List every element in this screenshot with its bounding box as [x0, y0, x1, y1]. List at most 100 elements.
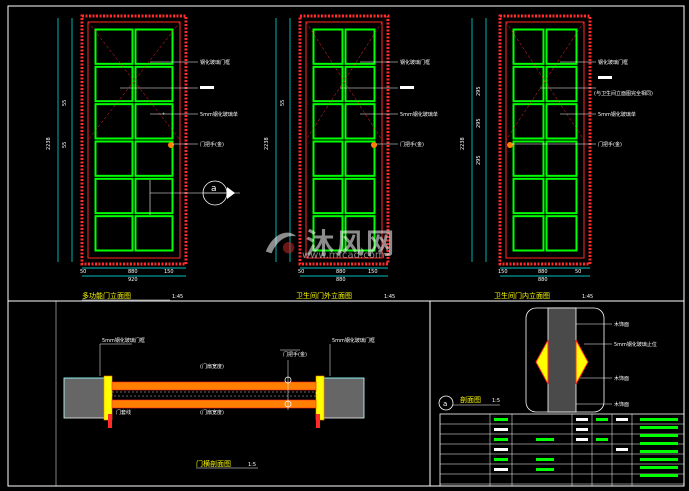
door-elevation-2[interactable]	[298, 14, 390, 266]
door-horizontal-section[interactable]	[63, 343, 365, 428]
glass-pane	[344, 177, 376, 215]
callout-extra-3: (与卫生间立面图完全相同)	[594, 90, 653, 97]
title-block-entry	[596, 438, 608, 441]
scale-view1: 1:45	[172, 294, 183, 300]
door-handle-icon	[168, 142, 174, 148]
glass-pane	[545, 28, 578, 65]
section-note-left-top: 5mm钢化玻璃门框	[102, 337, 145, 344]
callout-glass-3: 钢化玻璃门框	[598, 59, 628, 66]
title-section-door: 门横剖面图	[196, 459, 231, 468]
title-block-entry	[536, 458, 554, 461]
dim-panel-1: 880	[128, 269, 138, 275]
glass-pane	[344, 215, 376, 252]
dim-height-2: 2238	[264, 137, 270, 150]
title-block-entry	[536, 438, 554, 441]
dim-height-3: 2238	[460, 137, 466, 150]
title-block-entry	[576, 428, 588, 431]
title-block-entry	[596, 418, 608, 421]
section-marker-a[interactable]: a	[150, 180, 240, 206]
glass-pane	[94, 65, 134, 103]
dim-panel-3: 880	[538, 269, 548, 275]
callout-handle-2: 门把手(金)	[400, 141, 424, 148]
title-view1: 多功能门立面图	[82, 291, 131, 300]
glass-pane	[312, 140, 344, 177]
glass-pane	[134, 103, 174, 140]
detail-title: a 剖面图 1:5	[438, 395, 500, 411]
callout-sheet-1: 5mm钢化玻璃单	[200, 111, 238, 118]
dim-total-2: 880	[336, 277, 346, 283]
dim-panel-2: 880	[336, 269, 346, 275]
title-block[interactable]	[439, 413, 685, 487]
glass-pane	[512, 215, 545, 252]
dim-height-1: 2238	[46, 137, 52, 150]
glass-pane	[94, 140, 134, 177]
callout-blocks	[200, 76, 612, 89]
glass-pane	[512, 103, 545, 140]
glass-pane	[344, 103, 376, 140]
title-block-entry	[536, 468, 554, 471]
glass-pane	[512, 28, 545, 65]
title-block-entry	[640, 426, 678, 429]
section-note-mid2: (门扇宽度)	[200, 409, 224, 416]
title-block-entry	[494, 418, 508, 421]
title-block-entry	[494, 438, 508, 441]
dim-v-mid-3b: 295	[476, 118, 482, 128]
callout-handle-3: 门把手(金)	[598, 141, 622, 148]
glass-pane	[134, 65, 174, 103]
section-note-right-top2: 5mm钢化玻璃门框	[332, 337, 375, 344]
title-block-entry	[494, 428, 508, 431]
scale-section-detail: 1:5	[492, 398, 500, 404]
dim-side1-2: 50	[298, 269, 304, 275]
callout-glass-2: 钢化玻璃门框	[400, 59, 430, 66]
dim-side1-1: 50	[80, 269, 86, 275]
horizontal-dimensions	[82, 267, 590, 277]
detail-note-2: 5mm钢化玻璃止位	[614, 341, 657, 348]
glass-pane	[312, 215, 344, 252]
dim-v-small-1b: 55	[62, 142, 68, 148]
glass-pane	[545, 140, 578, 177]
door-handle-icon	[507, 142, 513, 148]
callout-glass-1: 钢化玻璃门框	[200, 59, 230, 66]
glass-pane	[312, 103, 344, 140]
glass-pane	[312, 28, 344, 65]
door-detail-section[interactable]	[525, 307, 612, 413]
title-section-detail: 剖面图	[460, 395, 481, 404]
title-block-entry	[640, 434, 678, 437]
dim-v-small-2: 55	[280, 100, 286, 106]
glass-pane	[344, 28, 376, 65]
dim-total-1: 920	[128, 277, 138, 283]
callout-sheet-3: 5mm钢化玻璃单	[598, 111, 636, 118]
title-block-entry	[640, 466, 678, 469]
dim-side1-3: 150	[498, 269, 508, 275]
title-block-entry	[494, 468, 508, 471]
title-block-entry	[640, 450, 678, 453]
title-view3: 卫生间门内立面图	[494, 291, 550, 300]
glass-pane	[512, 65, 545, 103]
title-block-entry	[576, 438, 588, 441]
glass-pane	[134, 140, 174, 177]
drawing-frame	[7, 5, 685, 487]
glass-pane	[94, 215, 134, 252]
dim-total-3: 880	[538, 277, 548, 283]
scale-view2: 1:45	[384, 294, 395, 300]
door-elevation-1[interactable]: +	[80, 14, 188, 266]
watermark-url: www.mfcad.com	[302, 250, 385, 261]
title-block-entry	[494, 448, 508, 451]
callout-sheet-2: 5mm钢化玻璃单	[400, 111, 438, 118]
glass-pane	[312, 177, 344, 215]
door-handle-icon	[371, 142, 377, 148]
section-marker-letter: a	[211, 184, 217, 194]
watermark-logo-icon	[265, 232, 297, 254]
title-block-entry	[640, 458, 678, 461]
detail-title-letter: a	[443, 400, 447, 408]
title-block-entry	[494, 458, 508, 461]
dim-v-mid-3: 295	[476, 86, 482, 96]
glass-pane	[545, 177, 578, 215]
scale-view3: 1:45	[582, 294, 593, 300]
door-elevation-3[interactable]	[498, 14, 592, 266]
section-note-left-bot: 门套线	[116, 409, 131, 416]
section-note-right-top: 门把手(金)	[283, 351, 307, 358]
detail-note-1: 木饰面	[614, 321, 629, 328]
dim-v-small-1: 55	[62, 100, 68, 106]
